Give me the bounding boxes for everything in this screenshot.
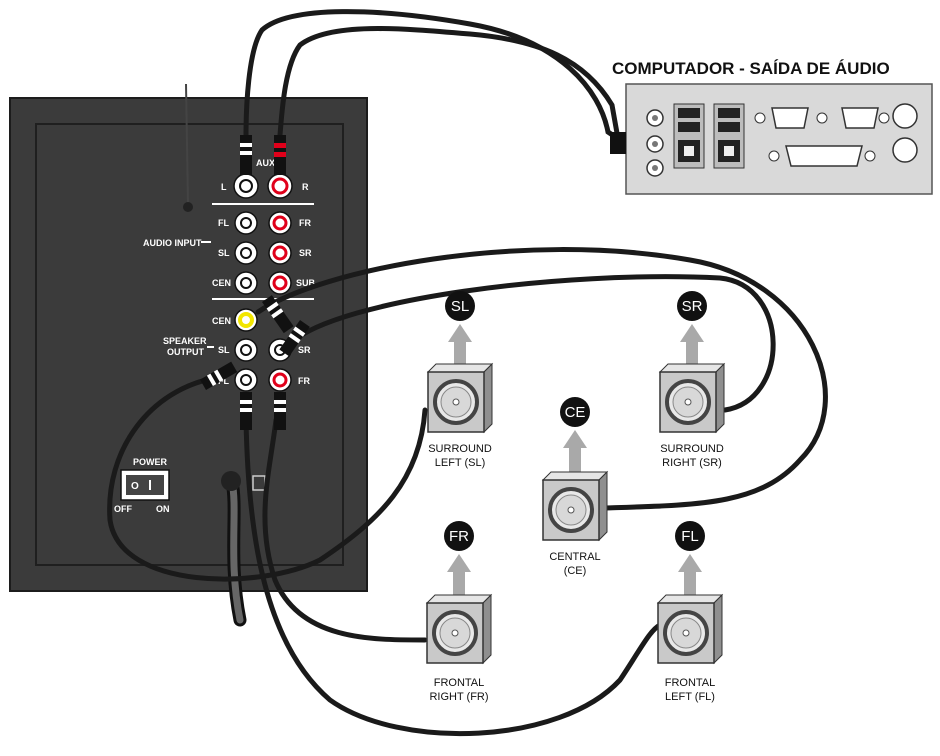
arrow-up-icon <box>678 554 702 601</box>
cable-surround-left <box>107 375 428 582</box>
input-sl-jack[interactable] <box>234 241 258 265</box>
speaker-label-line2: LEFT (FL) <box>665 691 715 703</box>
output-fl-label: FL <box>218 376 229 386</box>
speaker-label-line2: LEFT (SL) <box>435 457 486 469</box>
speaker-badge-fr: FR <box>444 521 474 551</box>
svg-text:O: O <box>131 481 139 492</box>
speaker-badge-label: FR <box>449 528 469 545</box>
computer-audio-output-title: COMPUTADOR - SAÍDA DE ÁUDIO <box>612 59 890 78</box>
serial-port-1 <box>771 107 809 129</box>
speaker-fl: FL FRONTAL LEFT (FL) <box>656 521 724 703</box>
cable-central <box>255 247 828 511</box>
speaker-badge-ce: CE <box>560 397 590 427</box>
speakers: SL SURROUND LEFT (SL) SR SURROUND RIGHT (SR) C… <box>425 291 726 703</box>
cable-computer-aux-left <box>243 9 623 143</box>
input-fl-label: FL <box>218 218 229 228</box>
subwoofer-back-panel <box>9 83 368 592</box>
output-sl-label: SL <box>218 345 230 355</box>
cable-frontal-right <box>262 417 428 643</box>
input-sub-label: SUB <box>296 278 316 288</box>
speaker-box-sl <box>426 362 494 434</box>
speaker-ce: CE CENTRAL (CE) <box>541 397 609 577</box>
speaker-box-fr <box>425 593 493 665</box>
speaker-badge-label: SL <box>451 298 469 315</box>
speaker-fr: FR FRONTAL RIGHT (FR) <box>425 521 493 703</box>
input-fr-label: FR <box>299 218 311 228</box>
aux-right-label: R <box>302 182 309 192</box>
audio-plug <box>610 132 626 154</box>
cables <box>107 9 828 737</box>
power-switch[interactable]: O <box>120 469 170 501</box>
input-fr-jack[interactable] <box>268 211 292 235</box>
power-on-label: ON <box>156 504 170 514</box>
speaker-box-ce <box>541 470 609 542</box>
aux-label: AUX <box>256 158 275 168</box>
speaker-sl: SL SURROUND LEFT (SL) <box>426 291 494 469</box>
input-sr-label: SR <box>299 248 312 258</box>
speaker-label-line1: CENTRAL <box>549 551 600 563</box>
cable-computer-aux-right <box>277 26 623 153</box>
speaker-box-fl <box>656 593 724 665</box>
speaker-label-line1: SURROUND <box>660 443 724 455</box>
output-fr-jack[interactable] <box>268 368 292 392</box>
parallel-port <box>785 145 863 167</box>
speaker-output-label-1: SPEAKER <box>163 336 207 346</box>
output-sl-jack[interactable] <box>234 338 258 362</box>
usb-lan-port-2 <box>713 103 745 169</box>
serial-port-2 <box>841 107 879 129</box>
speaker-sr: SR SURROUND RIGHT (SR) <box>658 291 726 469</box>
cable-frontal-left <box>243 417 663 737</box>
cable-surround-right <box>289 274 776 413</box>
ps2-port-1 <box>892 103 918 129</box>
power-off-label: OFF <box>114 504 132 514</box>
input-sr-jack[interactable] <box>268 241 292 265</box>
audio-input-label: AUDIO INPUT <box>143 238 202 248</box>
speaker-badge-sr: SR <box>677 291 707 321</box>
speaker-label-line2: RIGHT (SR) <box>662 457 722 469</box>
speaker-badge-sl: SL <box>445 291 475 321</box>
speaker-badge-label: SR <box>682 298 703 315</box>
arrow-up-icon <box>447 554 471 601</box>
input-cen-jack[interactable] <box>234 271 258 295</box>
speaker-label-line1: FRONTAL <box>434 677 485 689</box>
speaker-badge-label: FL <box>681 528 699 545</box>
speaker-label-line2: (CE) <box>564 565 587 577</box>
input-sl-label: SL <box>218 248 230 258</box>
aux-right-jack[interactable] <box>267 173 293 199</box>
output-sr-label: SR <box>298 345 311 355</box>
input-fl-jack[interactable] <box>234 211 258 235</box>
speaker-box-sr <box>658 362 726 434</box>
computer-io-plate <box>625 83 933 195</box>
speaker-output-label-2: OUTPUT <box>167 347 205 357</box>
output-cen-jack[interactable] <box>234 308 258 332</box>
speaker-label-line1: SURROUND <box>428 443 492 455</box>
speaker-badge-label: CE <box>565 404 586 421</box>
aux-left-label: L <box>221 182 227 192</box>
output-cen-label: CEN <box>212 316 231 326</box>
speaker-badge-fl: FL <box>675 521 705 551</box>
output-fl-jack[interactable] <box>234 368 258 392</box>
output-fr-label: FR <box>298 376 310 386</box>
input-cen-label: CEN <box>212 278 231 288</box>
speaker-label-line1: FRONTAL <box>665 677 716 689</box>
ps2-port-2 <box>892 137 918 163</box>
power-label: POWER <box>133 457 168 467</box>
arrow-up-icon <box>563 430 587 477</box>
usb-lan-port-1 <box>673 103 705 169</box>
speaker-label-line2: RIGHT (FR) <box>429 691 488 703</box>
rca-plugs <box>200 135 310 430</box>
input-sub-jack[interactable] <box>268 271 292 295</box>
aux-left-jack[interactable] <box>233 173 259 199</box>
